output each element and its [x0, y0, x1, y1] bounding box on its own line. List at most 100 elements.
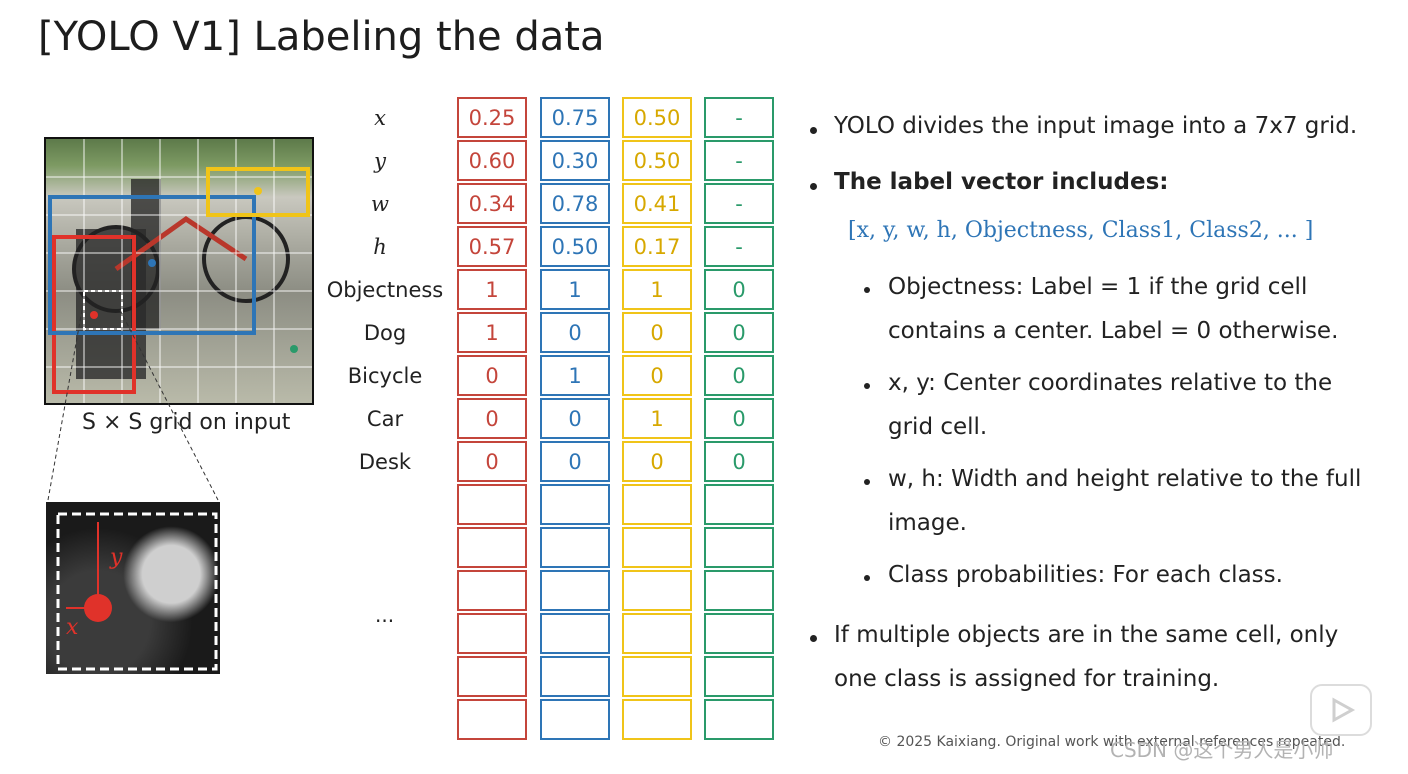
bullet-dot [864, 479, 870, 485]
label-cell [457, 656, 527, 697]
class-prob-line: Class probabilities: For each class. [888, 562, 1283, 588]
label-cell: 0.34 [457, 183, 527, 224]
label-cell: 1 [457, 312, 527, 353]
grid-caption: S × S grid on input [82, 410, 291, 435]
watermark: CSDN @这个男人是小帅 [1110, 738, 1334, 762]
play-icon [1332, 697, 1356, 723]
label-cell [704, 527, 774, 568]
label-cell: 0 [540, 441, 610, 482]
label-cell: 0 [622, 312, 692, 353]
label-cell: 0.30 [540, 140, 610, 181]
label-vector-formula: [x, y, w, h, Objectness, Class1, Class2,… [848, 218, 1314, 243]
label-cell [704, 484, 774, 525]
label-cell: 0 [704, 312, 774, 353]
grid-overlay [46, 139, 312, 403]
label-cell [540, 656, 610, 697]
dog-box [52, 235, 136, 394]
wh-line-2: image. [888, 510, 967, 536]
input-image [44, 137, 314, 405]
play-button[interactable] [1310, 684, 1372, 736]
bullet-dot [810, 635, 817, 642]
xy-line-1: x, y: Center coordinates relative to the [888, 370, 1333, 396]
label-cell [457, 527, 527, 568]
label-cell: 0 [540, 312, 610, 353]
label-cell [622, 699, 692, 740]
label-cell: 1 [622, 269, 692, 310]
label-cell: 0.78 [540, 183, 610, 224]
row-label-h: h [373, 235, 387, 259]
bullet-dot [810, 127, 817, 134]
label-cell: 0.50 [540, 226, 610, 267]
label-cell [457, 699, 527, 740]
multiple-objects-line-1: If multiple objects are in the same cell… [834, 622, 1339, 648]
bullet-label-vector: The label vector includes: [834, 169, 1169, 195]
xy-line-2: grid cell. [888, 414, 988, 440]
label-cell: 0 [457, 398, 527, 439]
label-cell: 0 [704, 398, 774, 439]
objectness-line-2: contains a center. Label = 0 otherwise. [888, 318, 1339, 344]
car-box [206, 167, 310, 217]
label-cell: 0.75 [540, 97, 610, 138]
label-cell [704, 699, 774, 740]
row-ellipsis: ... [375, 603, 395, 627]
row-label-x: x [374, 106, 386, 130]
label-cell [540, 613, 610, 654]
label-cell [704, 570, 774, 611]
bullet-grid: YOLO divides the input image into a 7x7 … [834, 113, 1358, 139]
copyright-notice: © 2025 Kaixiang. Original work with exte… [878, 734, 1346, 750]
label-cell [457, 613, 527, 654]
label-cell: 0 [704, 441, 774, 482]
label-cell: 0 [622, 355, 692, 396]
label-cell: 1 [540, 355, 610, 396]
label-cell [540, 527, 610, 568]
objectness-line-1: Objectness: Label = 1 if the grid cell [888, 274, 1308, 300]
multiple-objects-line-2: one class is assigned for training. [834, 666, 1220, 692]
label-cell: 0 [704, 269, 774, 310]
wh-line-1: w, h: Width and height relative to the f… [888, 466, 1362, 492]
label-cell: 0.41 [622, 183, 692, 224]
label-cell: 0.17 [622, 226, 692, 267]
label-cell: 0 [540, 398, 610, 439]
zoom-annotation: y x [56, 512, 218, 671]
label-cell: 0 [622, 441, 692, 482]
slide-title: [YOLO V1] Labeling the data [38, 14, 605, 60]
bicycle-box [48, 195, 256, 335]
row-label-car: Car [366, 407, 404, 431]
label-cell: 0.60 [457, 140, 527, 181]
label-cell: - [704, 97, 774, 138]
label-cell [704, 613, 774, 654]
label-cell [622, 656, 692, 697]
label-cell [540, 570, 610, 611]
label-cell: 0.50 [622, 97, 692, 138]
label-cell [622, 570, 692, 611]
zoomed-cell: y x [46, 502, 220, 674]
label-cell: 0 [457, 441, 527, 482]
row-label-y: y [374, 149, 386, 173]
label-cell [622, 613, 692, 654]
label-cell: 0.25 [457, 97, 527, 138]
row-label-w: w [371, 192, 389, 216]
row-label-bicycle: Bicycle [347, 364, 423, 388]
label-cell: - [704, 226, 774, 267]
zoom-y-label: y [109, 545, 123, 570]
row-label-desk: Desk [358, 450, 412, 474]
label-cell [704, 656, 774, 697]
label-cell: 0.50 [622, 140, 692, 181]
zoom-x-label: x [66, 615, 79, 640]
row-label-dog: Dog [363, 321, 407, 345]
bullet-dot [864, 383, 870, 389]
label-cell [457, 570, 527, 611]
label-cell: 1 [457, 269, 527, 310]
label-cell: 0 [704, 355, 774, 396]
label-cell [540, 699, 610, 740]
label-cell: - [704, 140, 774, 181]
label-cell: 0 [457, 355, 527, 396]
label-cell: 1 [622, 398, 692, 439]
label-cell [457, 484, 527, 525]
label-cell [622, 484, 692, 525]
label-cell [540, 484, 610, 525]
bullet-dot [864, 287, 870, 293]
bullet-dot [810, 183, 817, 190]
label-cell: 1 [540, 269, 610, 310]
